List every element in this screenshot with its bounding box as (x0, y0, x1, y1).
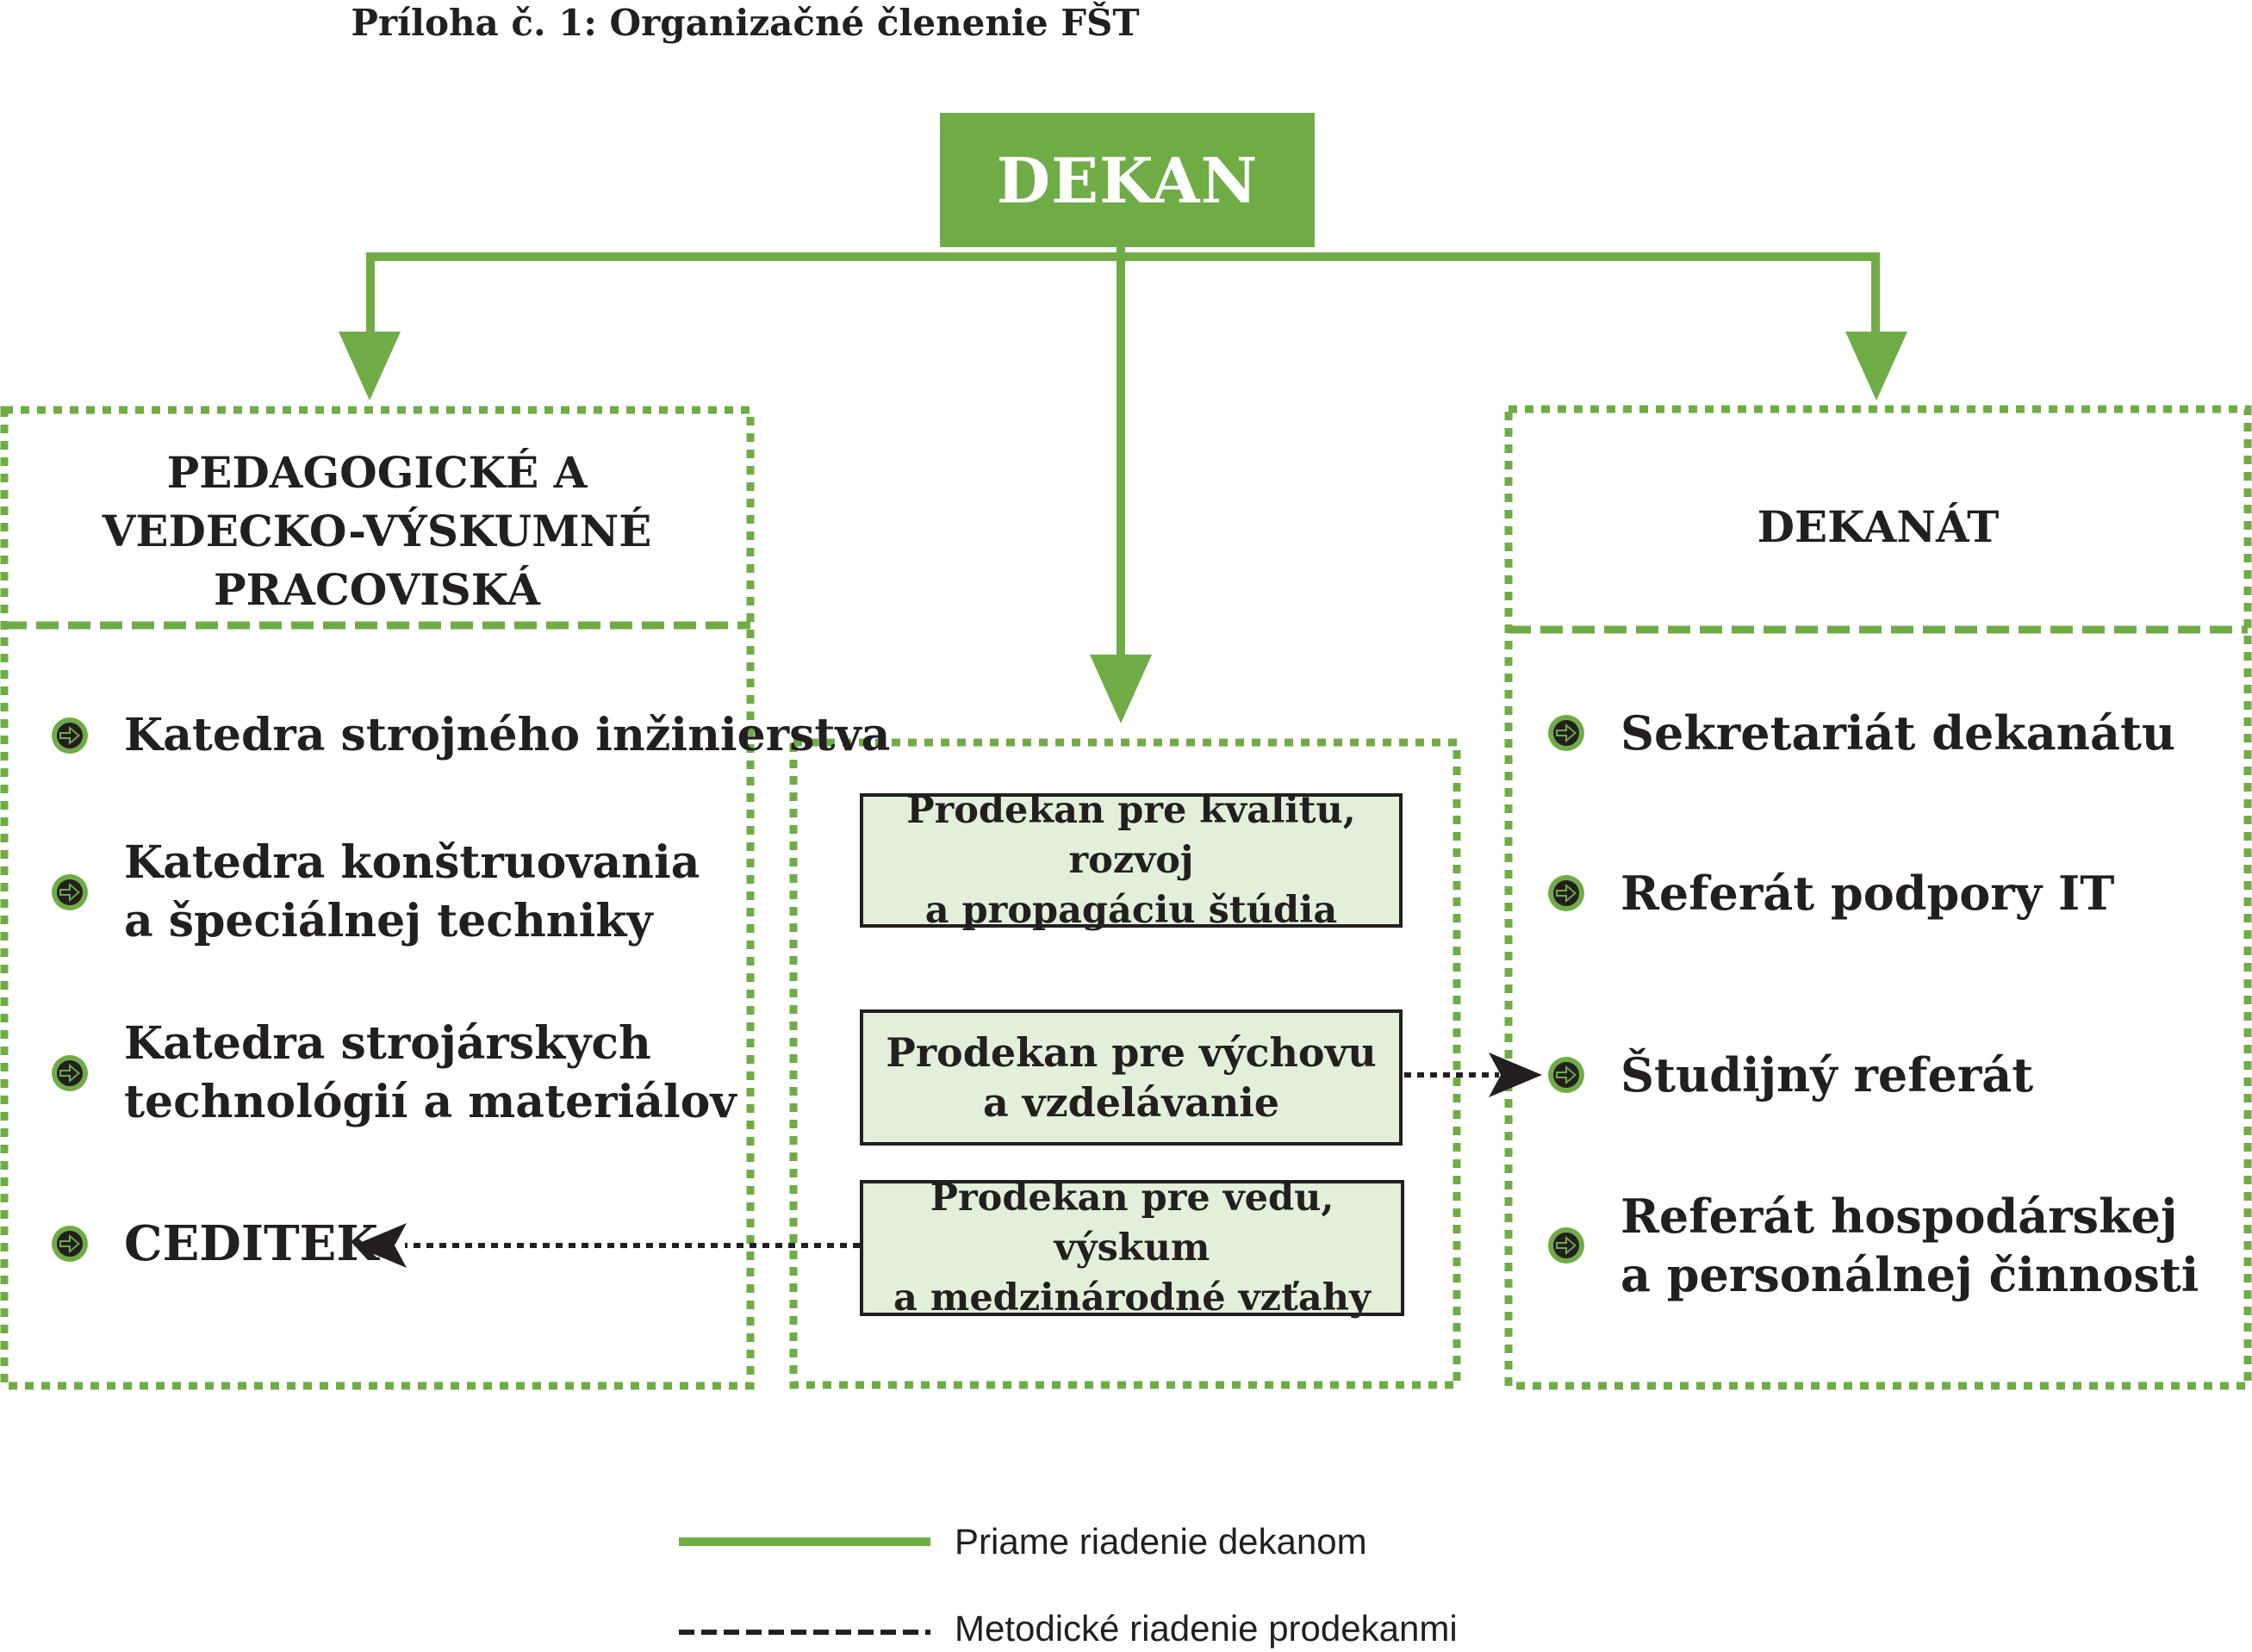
right-item-label: Sekretariát dekanátu (1621, 705, 2176, 761)
prodekan-line: Prodekan pre výchovu (886, 1029, 1377, 1076)
legend-dotted-label: Metodické riadenie prodekanmi (955, 1608, 1458, 1649)
left-item-katedra-strojneho: Katedra strojného inžinierstva (50, 706, 890, 765)
prodekan-line: Prodekan pre kvalitu, rozvoj (906, 789, 1356, 882)
arrow-glyph-inner (61, 1067, 78, 1079)
arrow-glyph-inner (1558, 1239, 1574, 1251)
right-item-hospodarsky: Referát hospodárskej a personálnej činno… (1546, 1187, 2199, 1304)
arrow-circle-icon (1548, 715, 1584, 751)
legend-solid-label: Priame riadenie dekanom (955, 1521, 1367, 1562)
middle-box (789, 738, 1461, 1389)
prodekan-line: a medzinárodné vzťahy (893, 1276, 1371, 1320)
right-item-line: a personálnej činnosti (1621, 1247, 2199, 1302)
dekan-box: DEKAN (940, 113, 1315, 247)
arrow-glyph-inner (1558, 1069, 1574, 1081)
page-title: Príloha č. 1: Organizačné členenie FŠT (351, 2, 1140, 44)
arrow-circle-icon (1548, 875, 1584, 911)
arrow-circle-icon (52, 1055, 88, 1091)
right-item-line: Referát hospodárskej (1621, 1189, 2178, 1244)
prodekan-vychova-box: Prodekan pre výchovu a vzdelávanie (860, 1009, 1403, 1146)
dekan-label: DEKAN (996, 143, 1259, 217)
arrow-circle-icon (52, 717, 88, 754)
prodekan-line: Prodekan pre vedu, výskum (930, 1177, 1334, 1270)
arrow-circle-icon (52, 1226, 88, 1262)
prodekan-veda-box: Prodekan pre vedu, výskum a medzinárodné… (860, 1177, 1404, 1320)
right-item-label: Študijný referát (1621, 1047, 2034, 1102)
left-item-label: CEDITEK (124, 1215, 379, 1272)
left-heading: PEDAGOGICKÉ A VEDECKO-VÝSKUMNÉ PRACOVISK… (9, 444, 745, 619)
left-item-ceditek: CEDITEK (50, 1214, 378, 1273)
arrowhead-ceditek (353, 1223, 407, 1268)
arrow-glyph-inner (1558, 887, 1574, 899)
right-item-studijny: Študijný referát (1546, 1046, 2033, 1104)
arrow-glyph-inner (61, 886, 78, 898)
left-heading-line: VEDECKO-VÝSKUMNÉ (102, 506, 652, 556)
right-item-sekretariat: Sekretariát dekanátu (1546, 704, 2175, 762)
right-heading: DEKANÁT (1757, 501, 2000, 552)
right-item-label: Referát hospodárskej a personálnej činno… (1621, 1187, 2199, 1304)
arrow-circle-icon (1548, 1227, 1584, 1264)
left-item-line: Katedra konštruovania (124, 836, 700, 889)
left-heading-line: PRACOVISKÁ (214, 564, 540, 615)
direct-management-lines (366, 247, 1880, 663)
right-box (1504, 405, 2252, 1390)
arrow-circle-icon (1548, 1057, 1584, 1093)
arrow-glyph-inner (61, 730, 78, 742)
arrowhead-left (339, 332, 401, 401)
right-item-referat-it: Referát podpory IT (1546, 864, 2114, 922)
arrowhead-middle (1090, 655, 1152, 724)
arrow-circle-icon (52, 874, 88, 910)
left-item-katedra-strojarskych: Katedra strojárskych technológií a mater… (50, 1015, 737, 1132)
left-item-label: Katedra strojárskych technológií a mater… (124, 1015, 737, 1132)
left-item-line: technológií a materiálov (124, 1076, 737, 1128)
left-item-label: Katedra konštruovania a špeciálnej techn… (124, 834, 700, 951)
left-heading-line: PEDAGOGICKÉ A (166, 447, 588, 498)
left-item-line: a špeciálnej techniky (124, 895, 653, 947)
prodekan-line: a vzdelávanie (982, 1079, 1280, 1126)
arrowhead-studijny (1489, 1053, 1542, 1097)
left-box (0, 406, 755, 1390)
prodekan-kvalita-box: Prodekan pre kvalitu, rozvoj a propagáci… (860, 789, 1403, 932)
left-item-label: Katedra strojného inžinierstva (124, 709, 891, 761)
arrow-glyph-inner (1558, 727, 1574, 739)
left-item-line: Katedra strojárskych (124, 1017, 651, 1070)
right-item-label: Referát podpory IT (1621, 866, 2115, 921)
arrowhead-right (1845, 332, 1907, 401)
prodekan-line: a propagáciu štúdia (924, 889, 1338, 932)
left-item-katedra-konstruovania: Katedra konštruovania a špeciálnej techn… (50, 834, 700, 951)
arrow-glyph-inner (61, 1238, 78, 1250)
